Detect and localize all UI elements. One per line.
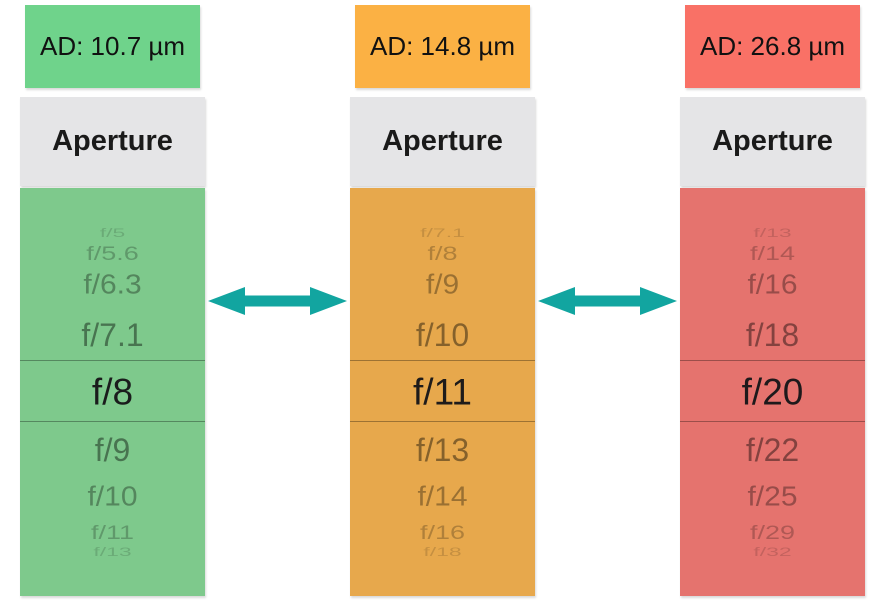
picker-item-selected[interactable]: f/11 — [413, 371, 472, 413]
picker-title: Aperture — [680, 97, 865, 186]
picker-item-selected[interactable]: f/8 — [91, 371, 134, 413]
picker-item[interactable]: f/32 — [753, 544, 792, 559]
picker-item[interactable]: f/5.6 — [86, 242, 139, 265]
picker-selection-band — [350, 360, 535, 422]
airy-disk-badge: AD: 10.7 µm — [25, 5, 200, 88]
picker-item[interactable]: f/7.1 — [420, 225, 465, 240]
picker-item[interactable]: f/5 — [99, 225, 126, 240]
picker-item[interactable]: f/13 — [753, 225, 792, 240]
picker-item[interactable]: f/25 — [747, 481, 798, 512]
picker-item[interactable]: f/22 — [745, 432, 800, 468]
picker-item[interactable]: f/9 — [94, 432, 131, 468]
picker-item-selected[interactable]: f/20 — [741, 371, 804, 413]
picker-item[interactable]: f/16 — [419, 521, 466, 544]
picker-item[interactable]: f/10 — [415, 317, 470, 353]
airy-disk-badge: AD: 14.8 µm — [355, 5, 530, 88]
left-right-arrow-icon — [538, 287, 677, 315]
aperture-column-red: AD: 26.8 µm Aperture f/13 f/14 f/16 f/18 f/2… — [680, 0, 865, 600]
picker-item[interactable]: f/8 — [427, 242, 458, 265]
picker-item[interactable]: f/13 — [93, 544, 132, 559]
picker-title: Aperture — [350, 97, 535, 186]
picker-item[interactable]: f/10 — [87, 481, 138, 512]
picker-item[interactable]: f/13 — [415, 432, 470, 468]
picker-item[interactable]: f/29 — [749, 521, 796, 544]
picker-item[interactable]: f/18 — [423, 544, 462, 559]
picker-item[interactable]: f/14 — [749, 242, 796, 265]
picker-item[interactable]: f/18 — [745, 317, 800, 353]
picker-selection-band — [680, 360, 865, 422]
picker-title: Aperture — [20, 97, 205, 186]
picker-item[interactable]: f/7.1 — [81, 317, 144, 353]
picker-item[interactable]: f/16 — [747, 269, 798, 300]
picker-item[interactable]: f/9 — [425, 269, 460, 300]
picker-selection-band — [20, 360, 205, 422]
picker-item[interactable]: f/11 — [90, 521, 135, 544]
aperture-column-orange: AD: 14.8 µm Aperture f/7.1 f/8 f/9 f/10 f/11… — [350, 0, 535, 600]
picker-item[interactable]: f/14 — [417, 481, 468, 512]
left-right-arrow-icon — [208, 287, 347, 315]
picker-item[interactable]: f/6.3 — [83, 269, 142, 300]
airy-disk-badge: AD: 26.8 µm — [685, 5, 860, 88]
